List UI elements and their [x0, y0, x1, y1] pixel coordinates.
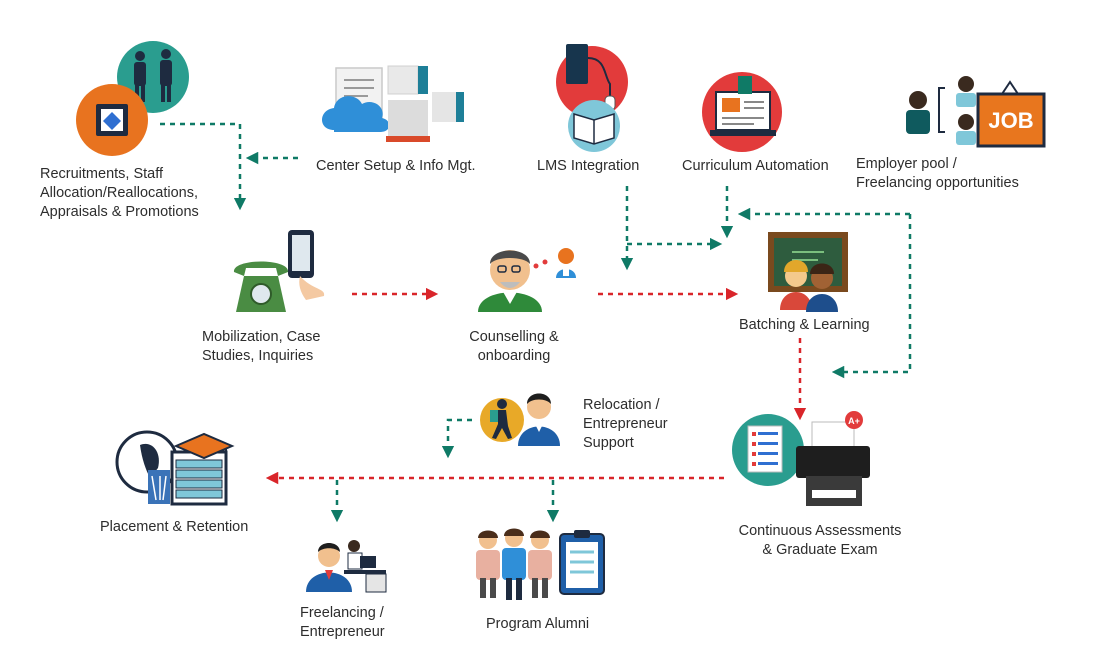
counsellor-icon	[478, 248, 576, 312]
employer-label: Employer pool / Freelancing opportunitie…	[856, 156, 1019, 191]
flow-relocation-branch	[441, 418, 472, 459]
alumni-clipboard-icon	[476, 528, 605, 600]
classroom-icon	[768, 232, 848, 312]
freelancing-label: Freelancing / Entrepreneur	[300, 605, 385, 640]
grade-badge-text: A+	[848, 416, 860, 426]
counselling-label: Counselling & onboarding	[469, 329, 559, 364]
center-setup-label: Center Setup & Info Mgt.	[316, 158, 476, 174]
telephone-mobile-icon	[233, 230, 325, 312]
curriculum-label: Curriculum Automation	[682, 158, 829, 174]
freelancer-desk-icon	[306, 540, 387, 593]
placement-label: Placement & Retention	[100, 519, 249, 535]
lms-label: LMS Integration	[537, 158, 640, 174]
relocation-icon	[480, 393, 560, 446]
assessments-label: Continuous Assessments & Graduate Exam	[738, 523, 902, 558]
flow-employer-loop	[831, 214, 912, 379]
relocation-label: Relocation / Entrepreneur Support	[583, 397, 668, 451]
batching-label: Batching & Learning	[739, 317, 870, 333]
graduation-money-icon	[115, 430, 235, 506]
laptop-content-icon	[702, 72, 782, 152]
alumni-label: Program Alumni	[486, 616, 590, 632]
job-sign-icon: JOB	[906, 76, 1046, 148]
cloud-servers-icon	[322, 65, 464, 142]
job-sign-text: JOB	[988, 108, 1033, 133]
recruitments-label: Recruitments, Staff Allocation/Reallocat…	[40, 166, 199, 220]
flow-recruitments-to-mobilization	[160, 122, 247, 211]
mobilization-label: Mobilization, Case Studies, Inquiries	[202, 329, 321, 364]
printer-document-icon: A+	[732, 411, 870, 506]
tablet-book-icon	[556, 44, 628, 152]
staff-people-icon	[76, 41, 189, 156]
